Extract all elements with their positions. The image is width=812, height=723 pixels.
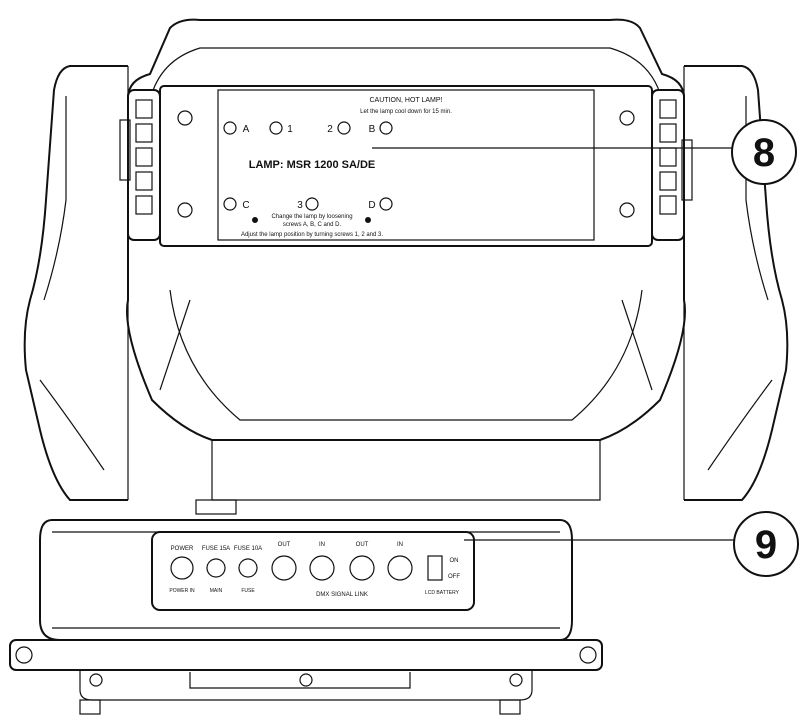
plate-dot-left	[252, 217, 258, 223]
base-unit	[9, 499, 603, 715]
fuse-10a	[238, 558, 258, 578]
plate-dot-right	[365, 217, 371, 223]
power-switch	[427, 555, 443, 581]
screw-d	[379, 197, 393, 211]
screw-hole-bottom-left	[177, 202, 193, 218]
callout-8: 8	[372, 119, 797, 185]
switch-off-label: OFF	[448, 574, 460, 580]
head-body	[126, 18, 686, 501]
power-connector	[170, 556, 194, 580]
dmx-in-connector	[309, 555, 335, 581]
screw-hole-top-right	[619, 110, 635, 126]
right-lamp-bracket	[651, 89, 693, 241]
fuse-15a	[206, 558, 226, 578]
power-connector-label: POWER	[171, 546, 194, 552]
dmx-in2-label: IN	[397, 542, 403, 548]
plate-caution-text: CAUTION, HOT LAMP!	[370, 97, 443, 104]
screw-hole-bottom-right	[619, 202, 635, 218]
left-lamp-bracket	[119, 89, 161, 241]
aux-fuse-label: FUSE	[241, 588, 255, 594]
dmx-out-label: OUT	[278, 542, 291, 548]
plate-change-text-1: Change the lamp by loosening	[271, 214, 352, 220]
screw-label-3: 3	[297, 200, 303, 211]
main-fuse-label: MAIN	[210, 588, 223, 594]
callout-number-9: 9	[755, 523, 777, 567]
plate-adjust-text: Adjust the lamp position by turning scre…	[241, 232, 383, 238]
screw-c	[223, 197, 237, 211]
dmx-in2-connector	[387, 555, 413, 581]
screw-3	[305, 197, 319, 211]
connector-panel: POWER FUSE 15A FUSE 10A OUT IN OUT IN ON…	[151, 531, 475, 611]
screw-label-1: 1	[287, 124, 293, 135]
screw-2	[337, 121, 351, 135]
plate-cooldown-text: Let the lamp cool down for 15 min.	[360, 109, 452, 115]
lamp-type-label: LAMP: MSR 1200 SA/DE	[249, 159, 376, 171]
plate-change-text-2: screws A, B, C and D.	[283, 222, 342, 228]
power-input-label: POWER IN	[169, 588, 195, 594]
callout-number-8: 8	[753, 131, 775, 175]
screw-label-b: B	[369, 124, 376, 135]
screw-a	[223, 121, 237, 135]
callout-9: 9	[464, 511, 799, 577]
screw-label-2: 2	[327, 124, 333, 135]
dmx-in-label: IN	[319, 542, 325, 548]
screw-label-c: C	[242, 200, 249, 211]
screw-hole-top-left	[177, 110, 193, 126]
dmx-signal-label: DMX SIGNAL LINK	[316, 592, 368, 598]
screw-b	[379, 121, 393, 135]
dmx-out2-label: OUT	[356, 542, 369, 548]
dmx-out2-connector	[349, 555, 375, 581]
switch-on-label: ON	[450, 558, 459, 564]
fuse1-label: FUSE 15A	[202, 546, 230, 552]
screw-label-a: A	[243, 124, 250, 135]
lamp-cover-plate: CAUTION, HOT LAMP! Let the lamp cool dow…	[159, 85, 653, 247]
battery-label: LCD BATTERY	[425, 590, 460, 596]
yoke-left-arm	[23, 65, 129, 501]
screw-label-d: D	[368, 200, 375, 211]
dmx-out-connector	[271, 555, 297, 581]
fuse2-label: FUSE 10A	[234, 546, 262, 552]
screw-1	[269, 121, 283, 135]
